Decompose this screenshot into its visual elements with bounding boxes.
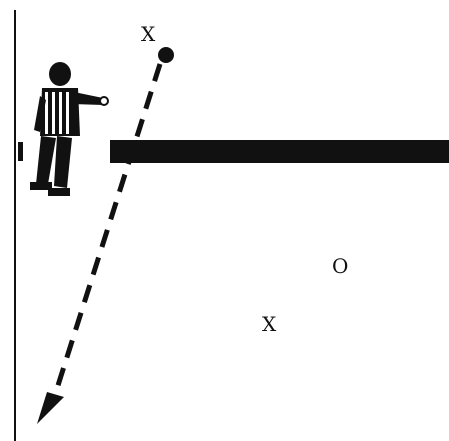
ball-icon xyxy=(158,47,174,63)
horizontal-bar xyxy=(110,140,449,163)
player-x-top-label: X xyxy=(141,24,155,44)
boundary-marker xyxy=(18,142,23,161)
player-o-label: O xyxy=(332,256,348,276)
referee-figure-icon xyxy=(30,62,108,196)
player-x-bottom-label: X xyxy=(262,314,276,334)
